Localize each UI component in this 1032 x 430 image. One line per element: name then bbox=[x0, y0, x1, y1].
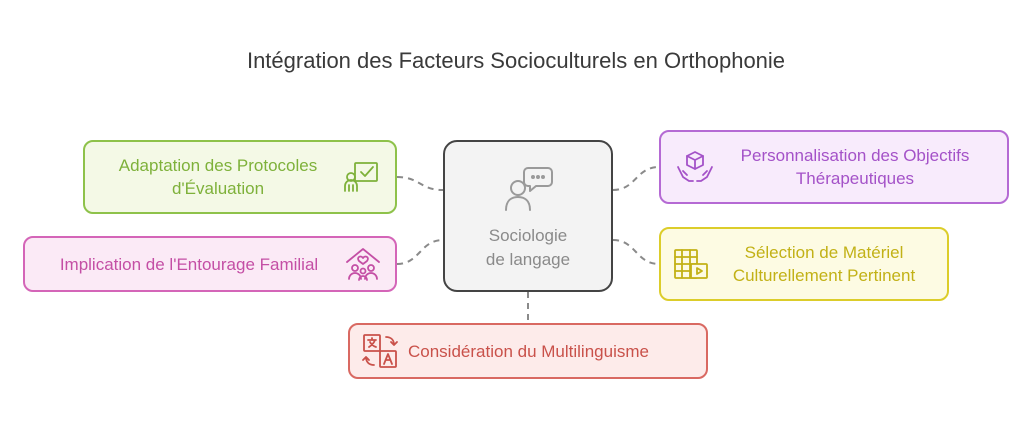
diagram-title: Intégration des Facteurs Socioculturels … bbox=[246, 48, 786, 73]
node-implication-label: Implication de l'Entourage Familial bbox=[59, 254, 319, 274]
family-home-icon bbox=[346, 248, 380, 281]
film-media-icon bbox=[674, 249, 708, 279]
node-implication-entourage[interactable]: Implication de l'Entourage Familial bbox=[23, 236, 397, 292]
connector-adaptation bbox=[396, 176, 444, 191]
evaluation-checklist-icon bbox=[344, 162, 378, 192]
node-adaptation-line-2: d'Évaluation bbox=[171, 179, 265, 198]
person-speech-bubble-icon bbox=[505, 167, 553, 211]
center-line-1: Sociologie bbox=[488, 226, 568, 245]
center-node[interactable]: Sociologie de langage bbox=[443, 140, 613, 292]
node-selection-label: Sélection de Matériel Culturellement Per… bbox=[711, 241, 937, 287]
node-personnalisation-line-1: Personnalisation des Objectifs bbox=[740, 146, 970, 165]
node-adaptation-label: Adaptation des Protocoles d'Évaluation bbox=[95, 154, 341, 200]
node-adaptation-line-1: Adaptation des Protocoles bbox=[118, 156, 318, 175]
connector-selection bbox=[612, 239, 660, 265]
node-selection-line-1: Sélection de Matériel bbox=[744, 243, 904, 262]
translate-icon bbox=[362, 334, 398, 368]
node-personnalisation-label: Personnalisation des Objectifs Thérapeut… bbox=[715, 144, 995, 190]
node-selection-materiel[interactable]: Sélection de Matériel Culturellement Per… bbox=[659, 227, 949, 301]
center-line-2: de langage bbox=[485, 250, 571, 269]
connector-personnalisation bbox=[612, 166, 660, 191]
node-multilinguisme[interactable]: Considération du Multilinguisme bbox=[348, 323, 708, 379]
node-adaptation-protocoles[interactable]: Adaptation des Protocoles d'Évaluation bbox=[83, 140, 397, 214]
center-node-label: Sociologie de langage bbox=[486, 224, 570, 272]
node-personnalisation-objectifs[interactable]: Personnalisation des Objectifs Thérapeut… bbox=[659, 130, 1009, 204]
connector-implication bbox=[396, 239, 444, 265]
hands-holding-box-icon bbox=[677, 151, 713, 182]
node-selection-line-2: Culturellement Pertinent bbox=[732, 266, 916, 285]
node-multilinguisme-label: Considération du Multilinguisme bbox=[408, 341, 649, 361]
node-personnalisation-line-2: Thérapeutiques bbox=[795, 169, 915, 188]
